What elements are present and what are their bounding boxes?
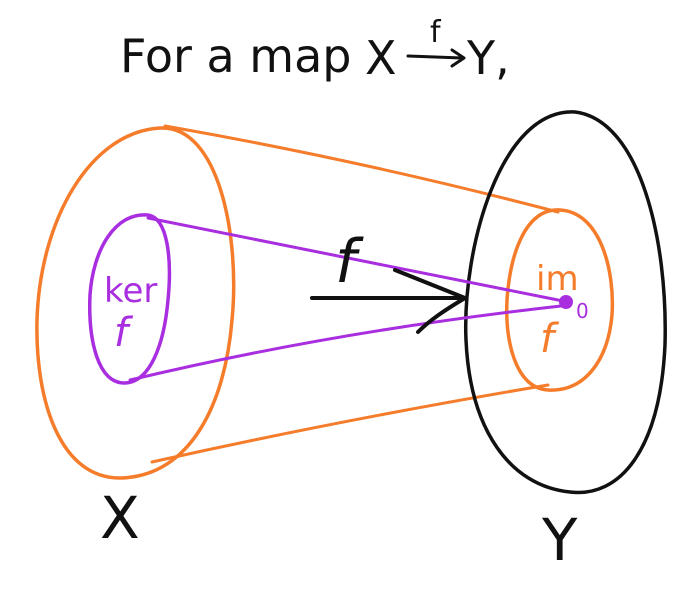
title: For a map X f Y, [120, 15, 510, 85]
codomain-label: Y [541, 506, 578, 574]
zero-point [559, 295, 573, 309]
title-prefix: For a map [120, 29, 352, 83]
map-arrow [310, 268, 467, 334]
image-ellipse [505, 208, 615, 392]
purple-connector-top [146, 216, 570, 304]
kernel-ellipse [88, 213, 172, 385]
kernel-label-line1: ker [104, 271, 157, 311]
title-arrow-label: f [430, 15, 442, 50]
orange-connector-top [163, 124, 560, 214]
image-label-line1: im [536, 259, 579, 299]
title-source: X [365, 31, 397, 85]
zero-label: 0 [576, 299, 589, 323]
kernel-label-line2: f [114, 310, 134, 356]
codomain-y-ellipse [463, 110, 667, 495]
purple-connector-bottom [128, 303, 572, 382]
orange-connector-bottom [150, 383, 550, 464]
map-label: f [335, 227, 364, 297]
title-target: Y, [466, 31, 510, 85]
title-arrow [406, 48, 466, 68]
image-label-line2: f [540, 316, 560, 362]
domain-label: X [100, 484, 140, 552]
